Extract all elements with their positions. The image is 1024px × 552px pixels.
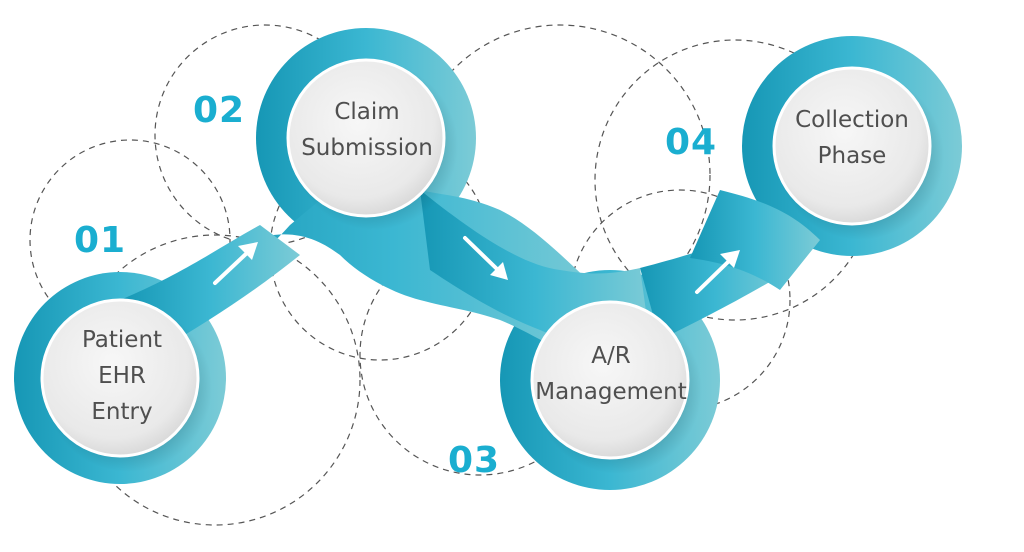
step-number-02: 02 xyxy=(193,90,246,131)
nodes xyxy=(40,58,932,460)
arrow-up-right-icon xyxy=(695,250,740,294)
arrow-down-right-icon xyxy=(463,236,508,280)
step-label-01: Patient EHR Entry xyxy=(81,327,163,425)
step-number-04: 04 xyxy=(665,122,718,163)
step-label-03: A/R Management xyxy=(535,343,687,405)
node-04 xyxy=(772,66,932,226)
step-number-01: 01 xyxy=(74,220,127,261)
node-03 xyxy=(530,300,690,460)
arrow-up-right-icon xyxy=(213,242,258,285)
node-01 xyxy=(40,298,200,458)
step-label-02: Claim Submission xyxy=(301,99,433,161)
arrows xyxy=(213,236,740,294)
step-number-03: 03 xyxy=(448,440,501,481)
step-label-04: Collection Phase xyxy=(795,107,909,169)
node-02 xyxy=(286,58,446,218)
